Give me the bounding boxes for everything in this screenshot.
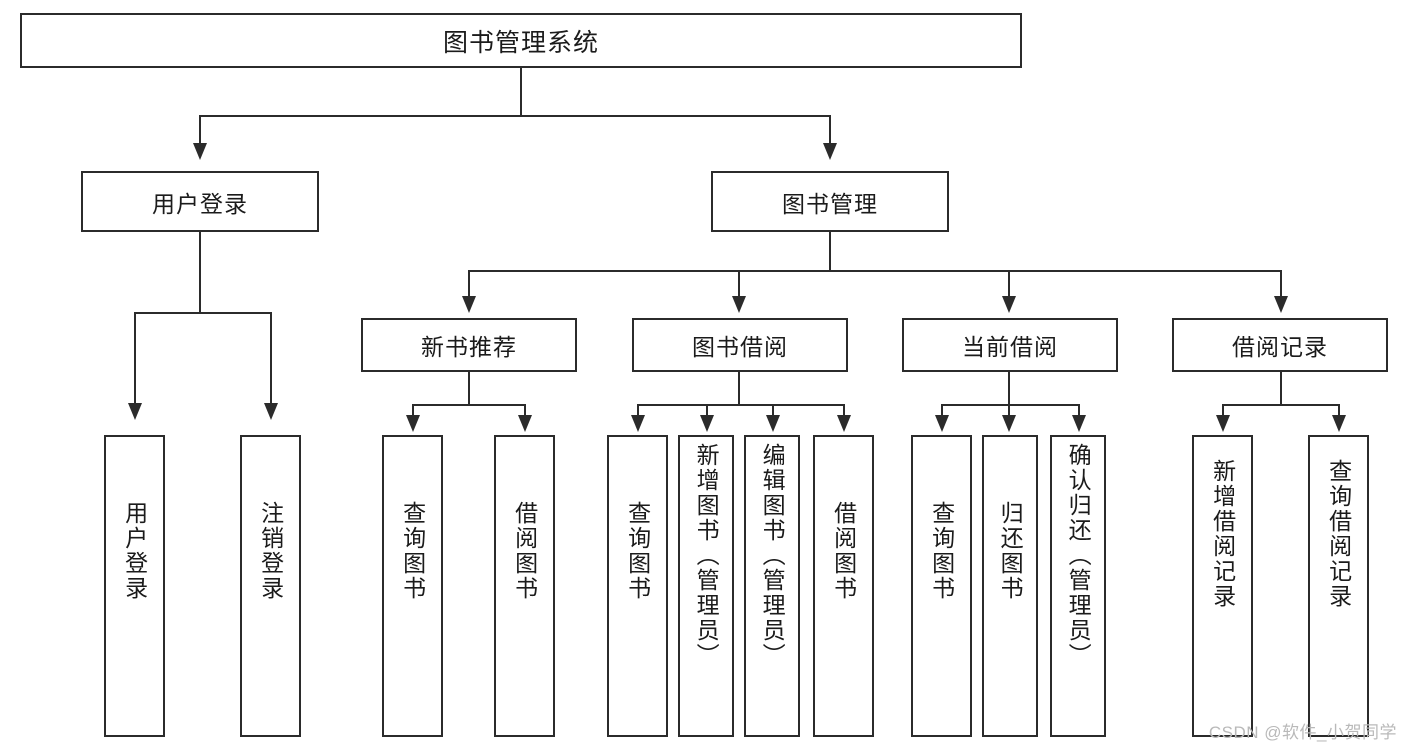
- connector-new-book-drop-1: [412, 404, 414, 416]
- leaf-query-book-borrow[interactable]: 查询图书: [607, 435, 668, 737]
- connector-level2-drop-4: [1280, 270, 1282, 298]
- arrow-to-leaf-query-book-2: [631, 415, 645, 432]
- connector-level2-drop-2: [738, 270, 740, 298]
- connector-borrow-record-bus: [1222, 404, 1340, 406]
- connector-level2-bus: [468, 270, 1282, 272]
- leaf-label: 查询借阅记录: [1325, 459, 1352, 609]
- arrow-to-leaf-logout: [264, 403, 278, 420]
- node-label: 新书推荐: [421, 334, 517, 360]
- node-current-borrow[interactable]: 当前借阅: [902, 318, 1118, 372]
- connector-current-borrow-stem: [1008, 372, 1010, 406]
- connector-level1-drop-left: [199, 115, 201, 145]
- arrow-to-user-login: [193, 143, 207, 160]
- connector-user-login-drop-1: [134, 312, 136, 405]
- leaf-query-borrow-record[interactable]: 查询借阅记录: [1308, 435, 1369, 737]
- node-label: 用户登录: [152, 190, 248, 217]
- node-label: 当前借阅: [962, 334, 1058, 360]
- connector-level2-drop-1: [468, 270, 470, 298]
- node-new-book-recommend[interactable]: 新书推荐: [361, 318, 577, 372]
- connector-book-borrow-stem: [738, 372, 740, 406]
- leaf-confirm-return-admin[interactable]: 确认归还（管理员）: [1050, 435, 1106, 737]
- connector-user-login-bus: [134, 312, 272, 314]
- node-root-book-management-system[interactable]: 图书管理系统: [20, 13, 1022, 68]
- arrow-to-leaf-add-record: [1216, 415, 1230, 432]
- leaf-add-book-admin[interactable]: 新增图书（管理员）: [678, 435, 734, 737]
- leaf-user-login[interactable]: 用户登录: [104, 435, 165, 737]
- leaf-label: 借阅图书: [511, 501, 538, 601]
- leaf-label: 确认归还（管理员）: [1065, 443, 1092, 668]
- node-label: 图书借阅: [692, 334, 788, 360]
- leaf-query-book-recommend[interactable]: 查询图书: [382, 435, 443, 737]
- leaf-label: 查询图书: [399, 501, 426, 601]
- node-label: 图书管理系统: [442, 28, 599, 57]
- leaf-logout[interactable]: 注销登录: [240, 435, 301, 737]
- leaf-label: 用户登录: [121, 501, 148, 601]
- arrow-to-new-book-recommend: [462, 296, 476, 313]
- connector-level1-drop-right: [829, 115, 831, 145]
- arrow-to-leaf-query-record: [1332, 415, 1346, 432]
- arrow-to-leaf-edit-book: [766, 415, 780, 432]
- connector-level2-drop-3: [1008, 270, 1010, 298]
- connector-book-borrow-drop-1: [637, 404, 639, 416]
- connector-borrow-record-drop-2: [1338, 404, 1340, 416]
- connector-current-borrow-drop-2: [1008, 404, 1010, 416]
- connector-book-borrow-drop-3: [772, 404, 774, 416]
- leaf-label: 归还图书: [997, 501, 1024, 601]
- leaf-borrow-book-recommend[interactable]: 借阅图书: [494, 435, 555, 737]
- connector-book-borrow-bus: [637, 404, 845, 406]
- arrow-to-leaf-borrow-book-2: [837, 415, 851, 432]
- leaf-label: 编辑图书（管理员）: [759, 443, 786, 668]
- node-book-management[interactable]: 图书管理: [711, 171, 949, 232]
- arrow-to-borrow-record: [1274, 296, 1288, 313]
- node-borrow-record[interactable]: 借阅记录: [1172, 318, 1388, 372]
- connector-user-login-drop-2: [270, 312, 272, 405]
- leaf-edit-book-admin[interactable]: 编辑图书（管理员）: [744, 435, 800, 737]
- arrow-to-current-borrow: [1002, 296, 1016, 313]
- leaf-add-borrow-record[interactable]: 新增借阅记录: [1192, 435, 1253, 737]
- leaf-return-book[interactable]: 归还图书: [982, 435, 1038, 737]
- connector-user-login-stem: [199, 232, 201, 313]
- leaf-label: 借阅图书: [830, 501, 857, 601]
- node-label: 图书管理: [782, 190, 878, 217]
- leaf-label: 注销登录: [257, 501, 284, 601]
- connector-book-borrow-drop-4: [843, 404, 845, 416]
- node-book-borrow[interactable]: 图书借阅: [632, 318, 848, 372]
- leaf-label: 查询图书: [624, 501, 651, 601]
- connector-book-borrow-drop-2: [706, 404, 708, 416]
- arrow-to-leaf-add-book: [700, 415, 714, 432]
- leaf-label: 查询图书: [928, 501, 955, 601]
- arrow-to-book-management: [823, 143, 837, 160]
- arrow-to-leaf-user-login: [128, 403, 142, 420]
- connector-new-book-drop-2: [524, 404, 526, 416]
- connector-borrow-record-stem: [1280, 372, 1282, 406]
- arrow-to-leaf-confirm-return: [1072, 415, 1086, 432]
- connector-borrow-record-drop-1: [1222, 404, 1224, 416]
- connector-new-book-stem: [468, 372, 470, 406]
- connector-current-borrow-drop-1: [941, 404, 943, 416]
- connector-current-borrow-bus: [941, 404, 1080, 406]
- leaf-query-book-current[interactable]: 查询图书: [911, 435, 972, 737]
- leaf-label: 新增图书（管理员）: [693, 443, 720, 668]
- arrow-to-leaf-borrow-book-1: [518, 415, 532, 432]
- arrow-to-leaf-return-book: [1002, 415, 1016, 432]
- arrow-to-book-borrow: [732, 296, 746, 313]
- arrow-to-leaf-query-book-1: [406, 415, 420, 432]
- connector-level1-bus: [199, 115, 831, 117]
- connector-current-borrow-drop-3: [1078, 404, 1080, 416]
- connector-new-book-bus: [412, 404, 526, 406]
- leaf-label: 新增借阅记录: [1209, 459, 1236, 609]
- connector-root-stem: [520, 68, 522, 116]
- node-user-login[interactable]: 用户登录: [81, 171, 319, 232]
- connector-book-management-stem: [829, 232, 831, 272]
- leaf-borrow-book-borrow[interactable]: 借阅图书: [813, 435, 874, 737]
- node-label: 借阅记录: [1232, 334, 1328, 360]
- arrow-to-leaf-query-book-3: [935, 415, 949, 432]
